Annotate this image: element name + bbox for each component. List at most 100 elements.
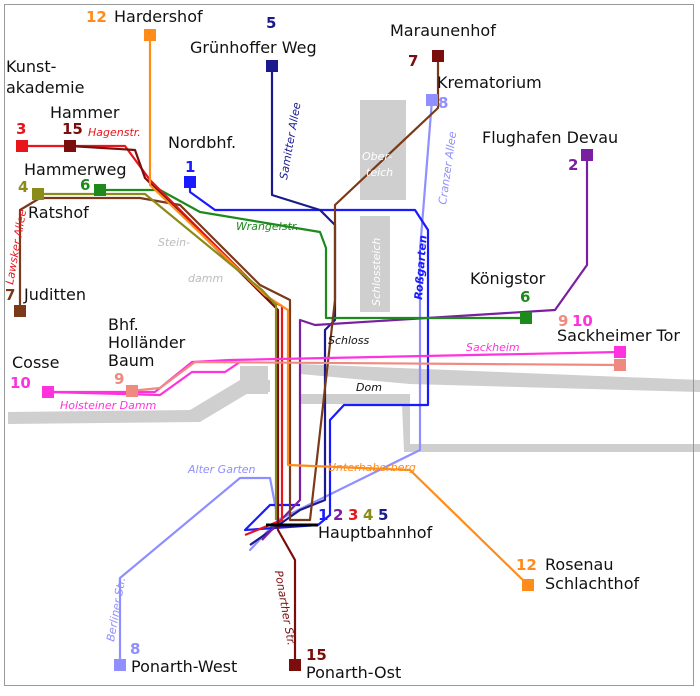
num-7-juditten: 7 [5,286,15,304]
num-1-nordbhf: 1 [185,158,195,176]
num-3-hbf: 3 [348,506,358,524]
num-2-flughafen: 2 [568,156,578,174]
schlossteich-lake [360,216,390,312]
stop-kunstakademie [16,140,28,152]
label-bhf-hollaender-2: Holländer [108,333,186,352]
label-sackheimer-tor: Sackheimer Tor [557,326,680,345]
stop-labels: Hardershof Grünhoffer Weg Maraunenhof Ku… [6,7,680,682]
line-5-route [249,66,337,546]
oberteich-label-1: Ober- [362,150,392,163]
num-10-sackheimer: 10 [572,312,593,330]
line-numbers: 12 5 7 8 3 15 2 1 4 6 7 6 9 10 9 10 1 2 … [5,8,593,664]
water-labels: Ober- teich Schlossteich [362,150,393,306]
line-2-route [261,155,589,541]
label-maraunenhof: Maraunenhof [390,21,496,40]
line-9-route [129,360,621,393]
num-6-koenigstor: 6 [520,288,530,306]
oberteich-label-2: teich [366,166,393,179]
label-bhf-hollaender-1: Bhf. [108,315,139,334]
label-krematorium: Krematorium [437,73,542,92]
num-15-ponarth-ost: 15 [306,646,327,664]
street-rossgarten: Roßgarten [412,235,429,301]
stop-koenigstor [520,312,532,324]
label-ratshof: Ratshof [28,203,89,222]
stop-hammerweg [32,188,44,200]
stop-sackheimer-tor-9 [614,359,626,371]
river-pregel-west [8,380,270,424]
num-4-hammerweg: 4 [18,178,28,196]
stop-rosenau [522,579,534,591]
num-9-hollaender: 9 [114,370,124,388]
line-10-route [48,350,621,394]
label-ponarth-ost: Ponarth-Ost [306,663,401,682]
street-holsteiner-damm: Holsteiner Damm [60,399,156,412]
label-rosenau: Rosenau [545,555,613,574]
line-4-route [38,192,278,520]
label-nordbhf: Nordbhf. [168,133,236,152]
label-cosse: Cosse [12,353,59,372]
street-hagenstr: Hagenstr. [88,126,141,139]
num-15-hammer: 15 [62,120,83,138]
label-schlachthof: Schlachthof [545,574,639,593]
num-8-krematorium: 8 [438,94,448,112]
num-3-kunstakademie: 3 [16,120,26,138]
num-5-gruenhoffer: 5 [266,14,276,32]
num-5-hbf: 5 [378,506,388,524]
num-8-ponarth-west: 8 [130,640,140,658]
stop-hardershof [144,29,156,41]
label-bhf-hollaender-3: Baum [108,351,155,370]
label-juditten: Juditten [23,285,86,304]
stop-ponarth-west [114,659,126,671]
num-2-hbf: 2 [333,506,343,524]
num-10-cosse: 10 [10,374,31,392]
oberteich-lake [360,100,406,200]
line-6-route [100,188,526,320]
label-hardershof: Hardershof [114,7,203,26]
stop-hammer [64,140,76,152]
stop-markers [14,29,626,671]
river-pregel-main [300,364,700,392]
line-10-route-b [47,361,241,397]
street-wrangelstr: Wrangelstr. [236,220,299,233]
stop-juditten [14,305,26,317]
label-ponarth-west: Ponarth-West [131,657,237,676]
line-12-route [148,35,529,586]
street-dom: Dom [356,381,382,394]
stop-cosse [42,386,54,398]
stop-bhf-hollaender-baum [126,385,138,397]
line-1-route [188,182,430,532]
river-branch [240,366,268,394]
street-steindamm-1: Stein- [158,236,190,249]
label-hammer: Hammer [50,103,120,122]
label-kunstakademie-1: Kunst- [6,57,56,76]
stop-nordbhf [184,176,196,188]
label-kunstakademie-2: akademie [6,78,84,97]
stop-flughafen [581,149,593,161]
num-12-hardershof: 12 [86,8,107,26]
label-flughafen-devau: Flughafen Devau [482,128,618,147]
street-schloss: Schloss [328,334,370,347]
num-6-ratshof: 6 [80,176,90,194]
schlossteich-label: Schlossteich [370,238,383,306]
street-sackheim: Sackheim [466,341,520,354]
label-hauptbahnhof: Hauptbahnhof [318,523,433,542]
label-gruenhoffer-weg: Grünhoffer Weg [190,38,317,57]
water-features [8,100,700,452]
map-frame [4,4,694,686]
num-4-hbf: 4 [363,506,373,524]
stop-maraunenhof [432,50,444,62]
stop-sackheimer-tor-10 [614,346,626,358]
num-12-rosenau: 12 [516,556,537,574]
street-steindamm-2: damm [188,272,223,285]
num-9-sackheimer: 9 [558,312,568,330]
label-koenigstor: Königstor [470,269,546,288]
num-1-hbf: 1 [318,506,328,524]
street-unterhaberberg: Unterhaberberg [328,461,416,474]
river-pregel-south [300,394,700,452]
stop-ratshof [94,184,106,196]
label-hammerweg: Hammerweg [24,160,127,179]
stop-ponarth-ost [289,659,301,671]
stop-gruenhoffer-weg [266,60,278,72]
